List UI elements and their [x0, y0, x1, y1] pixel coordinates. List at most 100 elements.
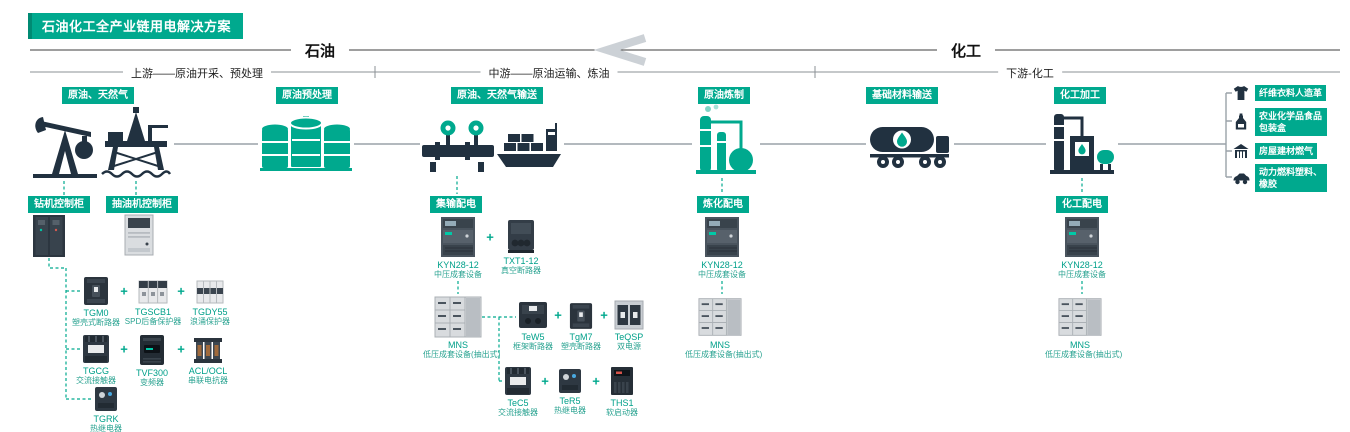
mns-cabinet-image	[423, 296, 493, 338]
product-acl-ocl: ACL/OCL 串联电抗器	[173, 336, 243, 386]
process-badge-pretreatment: 原油预处理	[276, 87, 338, 104]
product-name: ACL/OCL	[188, 366, 228, 376]
product-desc: 框架断路器	[513, 342, 553, 352]
tgrk-image	[71, 386, 141, 412]
product-desc: 热继电器	[554, 406, 586, 416]
mns-cabinet-image	[685, 296, 755, 338]
process-badge-crude-gas: 原油、天然气	[62, 87, 134, 104]
product-ter5: TeR5 热继电器	[535, 368, 605, 416]
product-tec5: TeC5 交流接触器	[483, 366, 553, 418]
kyn-cabinet-image	[423, 216, 493, 258]
product-name: TeR5	[559, 396, 581, 406]
product-desc: 真空断路器	[501, 266, 541, 276]
tshirt-icon	[1232, 84, 1250, 102]
stage-upstream: 上游——原油开采、预处理	[123, 65, 271, 81]
product-tgscb1: TGSCB1 SPD后备保护器	[118, 279, 188, 327]
plus-sign: +	[554, 307, 562, 323]
product-mns-gathering: MNS 低压成套设备(抽出式)	[423, 296, 500, 360]
plus-sign: +	[177, 341, 185, 357]
drill-control-cabinet-image	[32, 214, 66, 258]
process-badge-refining: 原油炼制	[698, 87, 750, 104]
product-name: MNS	[710, 340, 730, 350]
product-name: THS1	[610, 398, 634, 408]
tgcg-image	[61, 334, 131, 364]
product-txt1: TXT1-12 真空断路器	[486, 218, 556, 276]
kyn-cabinet-image	[1047, 216, 1117, 258]
teqsp-image	[594, 300, 664, 330]
chevron-left-icon	[593, 34, 647, 66]
acl-ocl-image	[173, 336, 243, 364]
end-use-item-fiber: 纤维衣料人造革	[1232, 84, 1327, 102]
product-desc: 中压成套设备	[698, 270, 746, 280]
cargo-ship-icon	[496, 114, 562, 172]
end-use-item-building: 房屋建材燃气	[1232, 142, 1318, 160]
process-badge-chemical-processing: 化工加工	[1054, 87, 1106, 104]
product-name: KYN28-12	[1061, 260, 1103, 270]
product-name: TXT1-12	[503, 256, 539, 266]
plus-sign: +	[120, 341, 128, 357]
mns-cabinet-image	[1045, 296, 1115, 338]
pumpjack-icon	[32, 108, 98, 180]
product-kyn-gathering: KYN28-12 中压成套设备	[423, 216, 493, 280]
panel-badge-refinery: 炼化配电	[697, 196, 749, 213]
product-ths1: THS1 软启动器	[587, 366, 657, 418]
tgscb1-image	[118, 279, 188, 305]
pipeline-icon	[422, 112, 494, 174]
product-tgm7: TgM7 塑壳断路器	[546, 302, 616, 352]
refinery-icon	[694, 104, 758, 178]
product-name: TeC5	[507, 398, 529, 408]
product-mns-chemical: MNS 低压成套设备(抽出式)	[1045, 296, 1123, 360]
product-name: TgM7	[569, 332, 593, 342]
tew5-image	[498, 300, 568, 330]
plus-sign: +	[120, 283, 128, 299]
tgdy55-image	[175, 279, 245, 305]
product-desc: 热继电器	[90, 424, 122, 432]
product-desc: 交流接触器	[498, 408, 538, 418]
product-desc: 低压成套设备(抽出式)	[685, 350, 763, 360]
product-name: KYN28-12	[701, 260, 743, 270]
plus-sign: +	[177, 283, 185, 299]
product-tgcg: TGCG 交流接触器	[61, 334, 131, 386]
panel-badge-pumpjack: 抽油机控制柜	[106, 196, 178, 213]
product-desc: 低压成套设备(抽出式)	[1045, 350, 1123, 360]
product-tew5: TeW5 框架断路器	[498, 300, 568, 352]
building-icon	[1232, 142, 1250, 160]
product-mns-refinery: MNS 低压成套设备(抽出式)	[685, 296, 763, 360]
page-title: 石油化工全产业链用电解决方案	[28, 13, 244, 39]
storage-tanks-icon	[260, 112, 352, 174]
tank-truck-icon	[868, 118, 952, 170]
product-name: TGCG	[83, 366, 109, 376]
product-desc: 浪涌保护器	[190, 317, 230, 327]
product-name: TGM0	[83, 308, 109, 318]
tgm0-image	[61, 276, 131, 306]
product-kyn-chemical: KYN28-12 中压成套设备	[1047, 216, 1117, 280]
end-use-badge: 纤维衣料人造革	[1255, 84, 1327, 102]
plus-sign: +	[592, 373, 600, 389]
product-desc: SPD后备保护器	[124, 317, 182, 327]
section-petroleum: 石油	[290, 40, 350, 61]
product-name: TVF300	[135, 368, 168, 378]
process-badge-material-transport: 基础材料输送	[866, 87, 938, 104]
product-name: TeW5	[521, 332, 545, 342]
tgm7-image	[546, 302, 616, 330]
product-desc: 塑壳式断路器	[72, 318, 120, 328]
plus-sign: +	[541, 373, 549, 389]
end-use-item-fuel: 动力燃料塑料、橡胶	[1232, 164, 1327, 193]
product-desc: 软启动器	[606, 408, 638, 418]
panel-badge-drill-rig: 钻机控制柜	[28, 196, 90, 213]
product-desc: 交流接触器	[76, 376, 116, 386]
section-chemical: 化工	[936, 40, 996, 61]
end-use-badge: 动力燃料塑料、橡胶	[1255, 164, 1327, 193]
panel-badge-chemical: 化工配电	[1056, 196, 1108, 213]
plus-sign: +	[486, 229, 494, 245]
product-desc: 塑壳断路器	[561, 342, 601, 352]
end-use-item-agrochemical: 农业化学品食品包装盒	[1232, 108, 1327, 137]
product-tgrk: TGRK 热继电器	[71, 386, 141, 432]
product-desc: 串联电抗器	[188, 376, 228, 386]
product-name: MNS	[448, 340, 468, 350]
pumpjack-control-cabinet-image	[124, 214, 154, 256]
kyn-cabinet-image	[687, 216, 757, 258]
stage-downstream: 下游-化工	[998, 65, 1062, 81]
ter5-image	[535, 368, 605, 394]
